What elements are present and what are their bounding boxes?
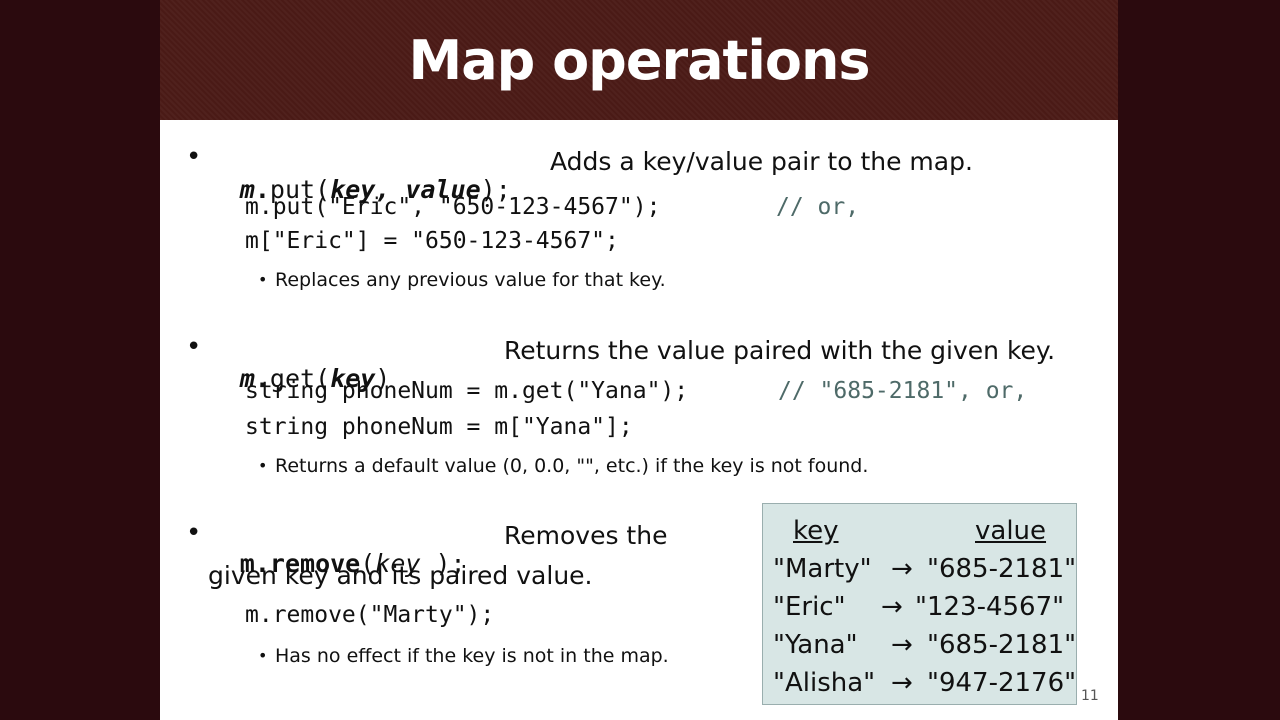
bullet-dot-icon: •: [186, 518, 202, 548]
sub-bullet-dot-icon: •: [258, 646, 268, 665]
remove-description-line1: Removes the: [504, 521, 668, 550]
put-dot: .: [254, 175, 270, 204]
table-row-value: "947-2176": [927, 668, 1077, 698]
slide-title: Map operations: [408, 28, 870, 92]
table-row-key: "Eric": [773, 592, 846, 622]
sub-bullet-dot-icon: •: [258, 270, 268, 289]
put-method: put(: [269, 175, 331, 204]
arrow-icon: →: [891, 630, 913, 660]
arrow-icon: →: [891, 668, 913, 698]
page-number: 11: [1081, 688, 1099, 704]
remove-close: );: [420, 549, 466, 578]
sub-bullet-dot-icon: •: [258, 456, 268, 475]
get-signature: m.get(key): [208, 335, 391, 422]
put-comma: ,: [375, 175, 406, 204]
slide: Map operations • m.put(key, value); Adds…: [160, 0, 1118, 720]
get-method: get(: [269, 364, 331, 393]
get-code-line2: string phoneNum = m["Yana"];: [245, 414, 633, 440]
arrow-icon: →: [881, 592, 903, 622]
map-table-box: key value "Marty" → "685-2181" "Eric" → …: [762, 503, 1077, 705]
table-row-key: "Marty": [773, 554, 872, 584]
put-param-value: value: [405, 175, 481, 204]
get-param-key: key: [330, 364, 376, 393]
get-dot: .: [254, 364, 270, 393]
table-row-value: "123-4567": [915, 592, 1065, 622]
get-code-line1: string phoneNum = m.get("Yana");: [245, 378, 689, 404]
get-code-comment: // "685-2181", or,: [778, 378, 1028, 404]
put-signature: m.put(key, value);: [208, 146, 511, 233]
remove-signature: m.remove(key );: [208, 520, 466, 607]
table-row-key: "Alisha": [773, 668, 876, 698]
put-code-line1: m.put("Eric", "650-123-4567");: [245, 194, 661, 220]
remove-code-line: m.remove("Marty");: [245, 602, 495, 628]
put-param-key: key: [330, 175, 376, 204]
put-obj: m: [239, 175, 255, 204]
remove-open: (: [360, 549, 376, 578]
get-close: ): [375, 364, 391, 393]
put-code-comment: // or,: [776, 194, 860, 220]
put-description: Adds a key/value pair to the map.: [550, 147, 973, 176]
get-obj: m: [239, 364, 255, 393]
get-description: Returns the value paired with the given …: [504, 336, 1056, 365]
value-header: value: [975, 516, 1047, 546]
remove-description-line2: given key and its paired value.: [208, 561, 593, 590]
get-note: Returns a default value (0, 0.0, "", etc…: [275, 455, 869, 477]
remove-obj: m: [239, 549, 255, 578]
remove-method: .remove: [254, 549, 361, 578]
put-note: Replaces any previous value for that key…: [275, 269, 666, 291]
table-row-value: "685-2181": [927, 554, 1077, 584]
remove-note: Has no effect if the key is not in the m…: [275, 645, 669, 667]
put-code-line2: m["Eric"] = "650-123-4567";: [245, 228, 619, 254]
bullet-dot-icon: •: [186, 142, 202, 172]
table-row-key: "Yana": [773, 630, 858, 660]
title-bar: Map operations: [160, 0, 1118, 120]
table-row-value: "685-2181": [927, 630, 1077, 660]
bullet-dot-icon: •: [186, 332, 202, 362]
put-close: );: [480, 175, 511, 204]
remove-param-key: key: [375, 549, 421, 578]
key-header: key: [793, 516, 839, 546]
arrow-icon: →: [891, 554, 913, 584]
